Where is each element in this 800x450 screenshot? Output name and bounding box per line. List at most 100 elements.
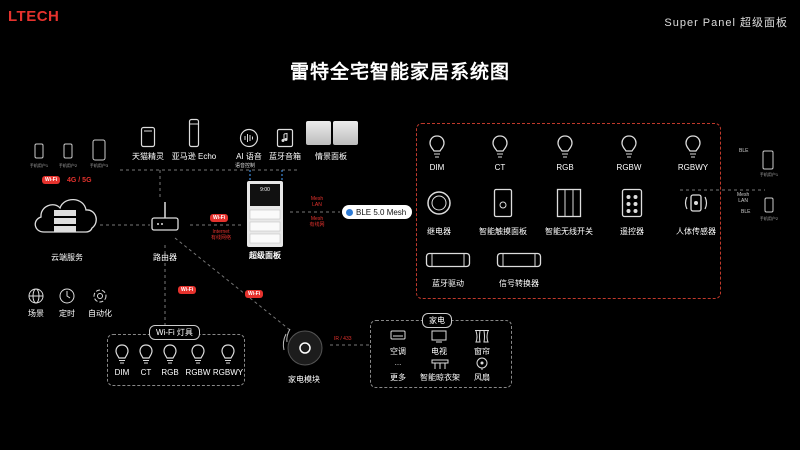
super-panel-label: 超级面板 — [249, 251, 281, 260]
tv-icon — [431, 330, 447, 343]
bulb-label: RGB — [556, 163, 574, 172]
air-conditioner-label: 空调 — [390, 347, 406, 356]
scene-label: 场景 — [28, 309, 44, 318]
relay-icon — [427, 191, 451, 215]
ble-mesh-badge: BLE 5.0 Mesh — [342, 205, 413, 219]
remote-label: 遥控器 — [620, 227, 644, 236]
ir-433-label: IR / 433 — [334, 336, 352, 342]
bulb-icon — [429, 135, 445, 158]
scene-panel-icon — [306, 121, 358, 145]
ble-driver-icon — [425, 252, 471, 268]
wireless-switch-icon — [556, 188, 582, 218]
tmall-genie-label: 天猫精灵 — [132, 152, 164, 161]
bulb-label: RGB — [161, 368, 179, 377]
touch-panel-label: 智能触摸面板 — [479, 227, 527, 236]
bulb-icon — [163, 344, 177, 364]
phone-user-label: 手机用户2 — [759, 216, 779, 221]
more-dots: ... — [394, 358, 402, 367]
wifi-bulb-row: DIM CT RGB RGBW RGBWY — [110, 343, 244, 381]
touch-panel-icon — [493, 188, 513, 218]
router-label: 路由器 — [153, 253, 177, 262]
signal-converter-label: 信号转换器 — [499, 279, 539, 288]
bulb-label: RGBW — [185, 368, 211, 377]
bulb-icon — [492, 135, 508, 158]
ai-voice-label: AI 语音 — [236, 152, 262, 161]
more-label: 更多 — [390, 373, 406, 382]
bulb-icon — [557, 135, 573, 158]
voice-control-label: 语音控制 — [235, 163, 256, 169]
ble-device-row: 继电器 智能触摸面板 智能无线开关 遥控器 人体传感器 — [418, 188, 718, 238]
ble-devices-group — [416, 123, 721, 299]
phone-user-label: 手机用户1 — [29, 163, 49, 168]
bluetooth-icon — [346, 208, 353, 216]
bluetooth-speaker-icon — [276, 128, 294, 148]
clothes-rack-label: 智能晾衣架 — [420, 373, 460, 382]
wifi-badge: Wi-Fi — [178, 286, 197, 294]
amazon-echo-label: 亚马逊 Echo — [171, 152, 217, 161]
bulb-label: CT — [494, 163, 506, 172]
phone-user-label: 手机用户2 — [58, 163, 78, 168]
curtain-label: 窗帘 — [474, 347, 490, 356]
bluetooth-speaker-label: 蓝牙音箱 — [269, 152, 301, 161]
amazon-echo-icon — [188, 118, 200, 148]
timer-label: 定时 — [59, 309, 75, 318]
bulb-icon — [115, 344, 129, 364]
automation-label: 自动化 — [88, 309, 112, 318]
phone-users-left: 手机用户1 手机用户2 手机用户3 — [30, 139, 120, 173]
cloud-service-label: 云端服务 — [51, 253, 83, 262]
phone-icon — [762, 150, 774, 170]
phone-icon — [764, 197, 774, 213]
bulb-icon — [221, 344, 235, 364]
fan-icon — [476, 357, 488, 370]
bulb-label: RGBWY — [212, 368, 244, 377]
air-conditioner-icon — [390, 330, 406, 340]
motion-sensor-icon — [684, 194, 708, 212]
wifi-badge: Wi-Fi — [42, 176, 61, 184]
network-label: 4G / 5G — [67, 177, 92, 184]
ble-mesh-label: BLE 5.0 Mesh — [356, 207, 407, 217]
cloud-features: 场景 定时 自动化 — [22, 288, 122, 322]
scene-panel-label: 情景面板 — [315, 152, 347, 161]
page-title: 雷特全宅智能家居系统图 — [289, 62, 510, 83]
appliance-module-icon — [282, 328, 323, 366]
phone-icon — [63, 143, 73, 159]
automation-icon — [93, 289, 107, 303]
curtain-icon — [475, 330, 489, 343]
phone-user-label: 手机用户1 — [759, 172, 779, 177]
super-panel-icon — [247, 181, 283, 247]
bluetooth-icon — [242, 166, 252, 172]
phone-icon — [92, 139, 106, 161]
bulb-icon — [621, 135, 637, 158]
fan-label: 风扇 — [474, 373, 490, 382]
cloud-server-icon — [34, 198, 97, 233]
product-name: Super Panel 超级面板 — [664, 17, 788, 29]
bulb-label: RGBW — [616, 163, 642, 172]
ble-driver-label: 蓝牙驱动 — [432, 279, 464, 288]
wifi-badge: Wi-Fi — [245, 290, 264, 298]
wifi-badge: Wi-Fi — [210, 214, 229, 222]
tmall-genie-icon — [140, 126, 156, 148]
ai-voice-icon — [239, 128, 259, 148]
tv-label: 电视 — [431, 347, 447, 356]
phone-icon — [34, 143, 44, 159]
panel-screen-time: 9:00 — [260, 187, 270, 193]
appliance-module-label: 家电模块 — [288, 375, 320, 384]
ble-label-top: BLE — [739, 148, 749, 154]
bulb-label: DIM — [114, 368, 130, 377]
bulb-icon — [685, 135, 701, 158]
bulb-label: DIM — [429, 163, 445, 172]
bulb-label: RGBWY — [677, 163, 709, 172]
appliances-title: 家电 — [422, 313, 452, 328]
remote-icon — [621, 188, 643, 218]
clothes-rack-icon — [431, 359, 449, 369]
phone-user-label: 手机用户3 — [89, 163, 109, 168]
relay-label: 继电器 — [427, 227, 451, 236]
wifi-lights-title: Wi-Fi 灯具 — [149, 325, 200, 340]
ltech-logo: LTECH — [8, 8, 60, 25]
bulb-icon — [139, 344, 153, 364]
router-icon — [151, 202, 179, 231]
wireless-switch-label: 智能无线开关 — [545, 227, 593, 236]
